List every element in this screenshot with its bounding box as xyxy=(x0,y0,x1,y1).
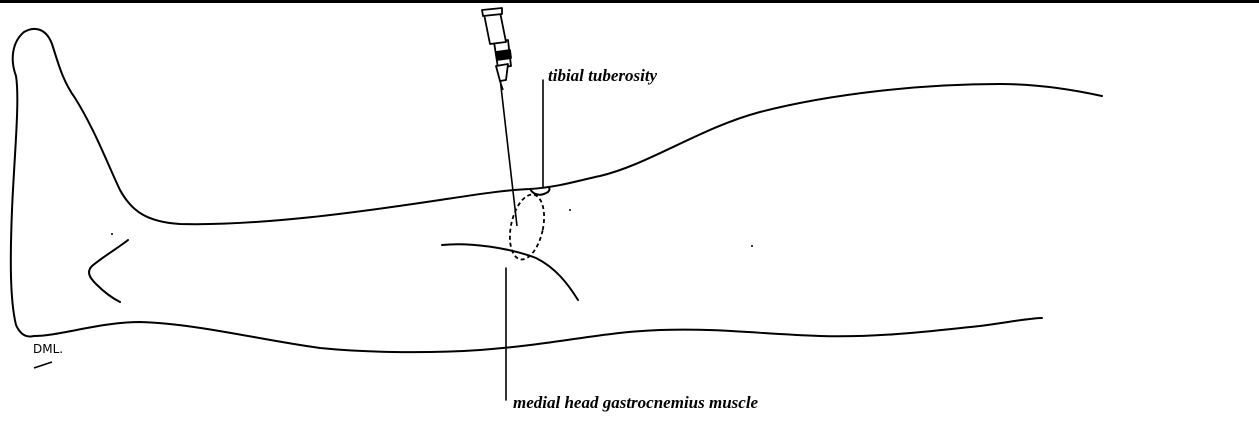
signature-underline xyxy=(34,362,52,368)
calf-outline xyxy=(34,318,1042,352)
injection-target-oval xyxy=(504,191,549,262)
ankle-mark xyxy=(89,240,128,302)
medial-head-label: medial head gastrocnemius muscle xyxy=(513,393,758,413)
tibial-tuberosity-label: tibial tuberosity xyxy=(548,66,657,86)
muscle-curve xyxy=(442,244,578,300)
shin-outline xyxy=(120,84,1102,224)
artist-signature: DML. xyxy=(33,342,63,356)
